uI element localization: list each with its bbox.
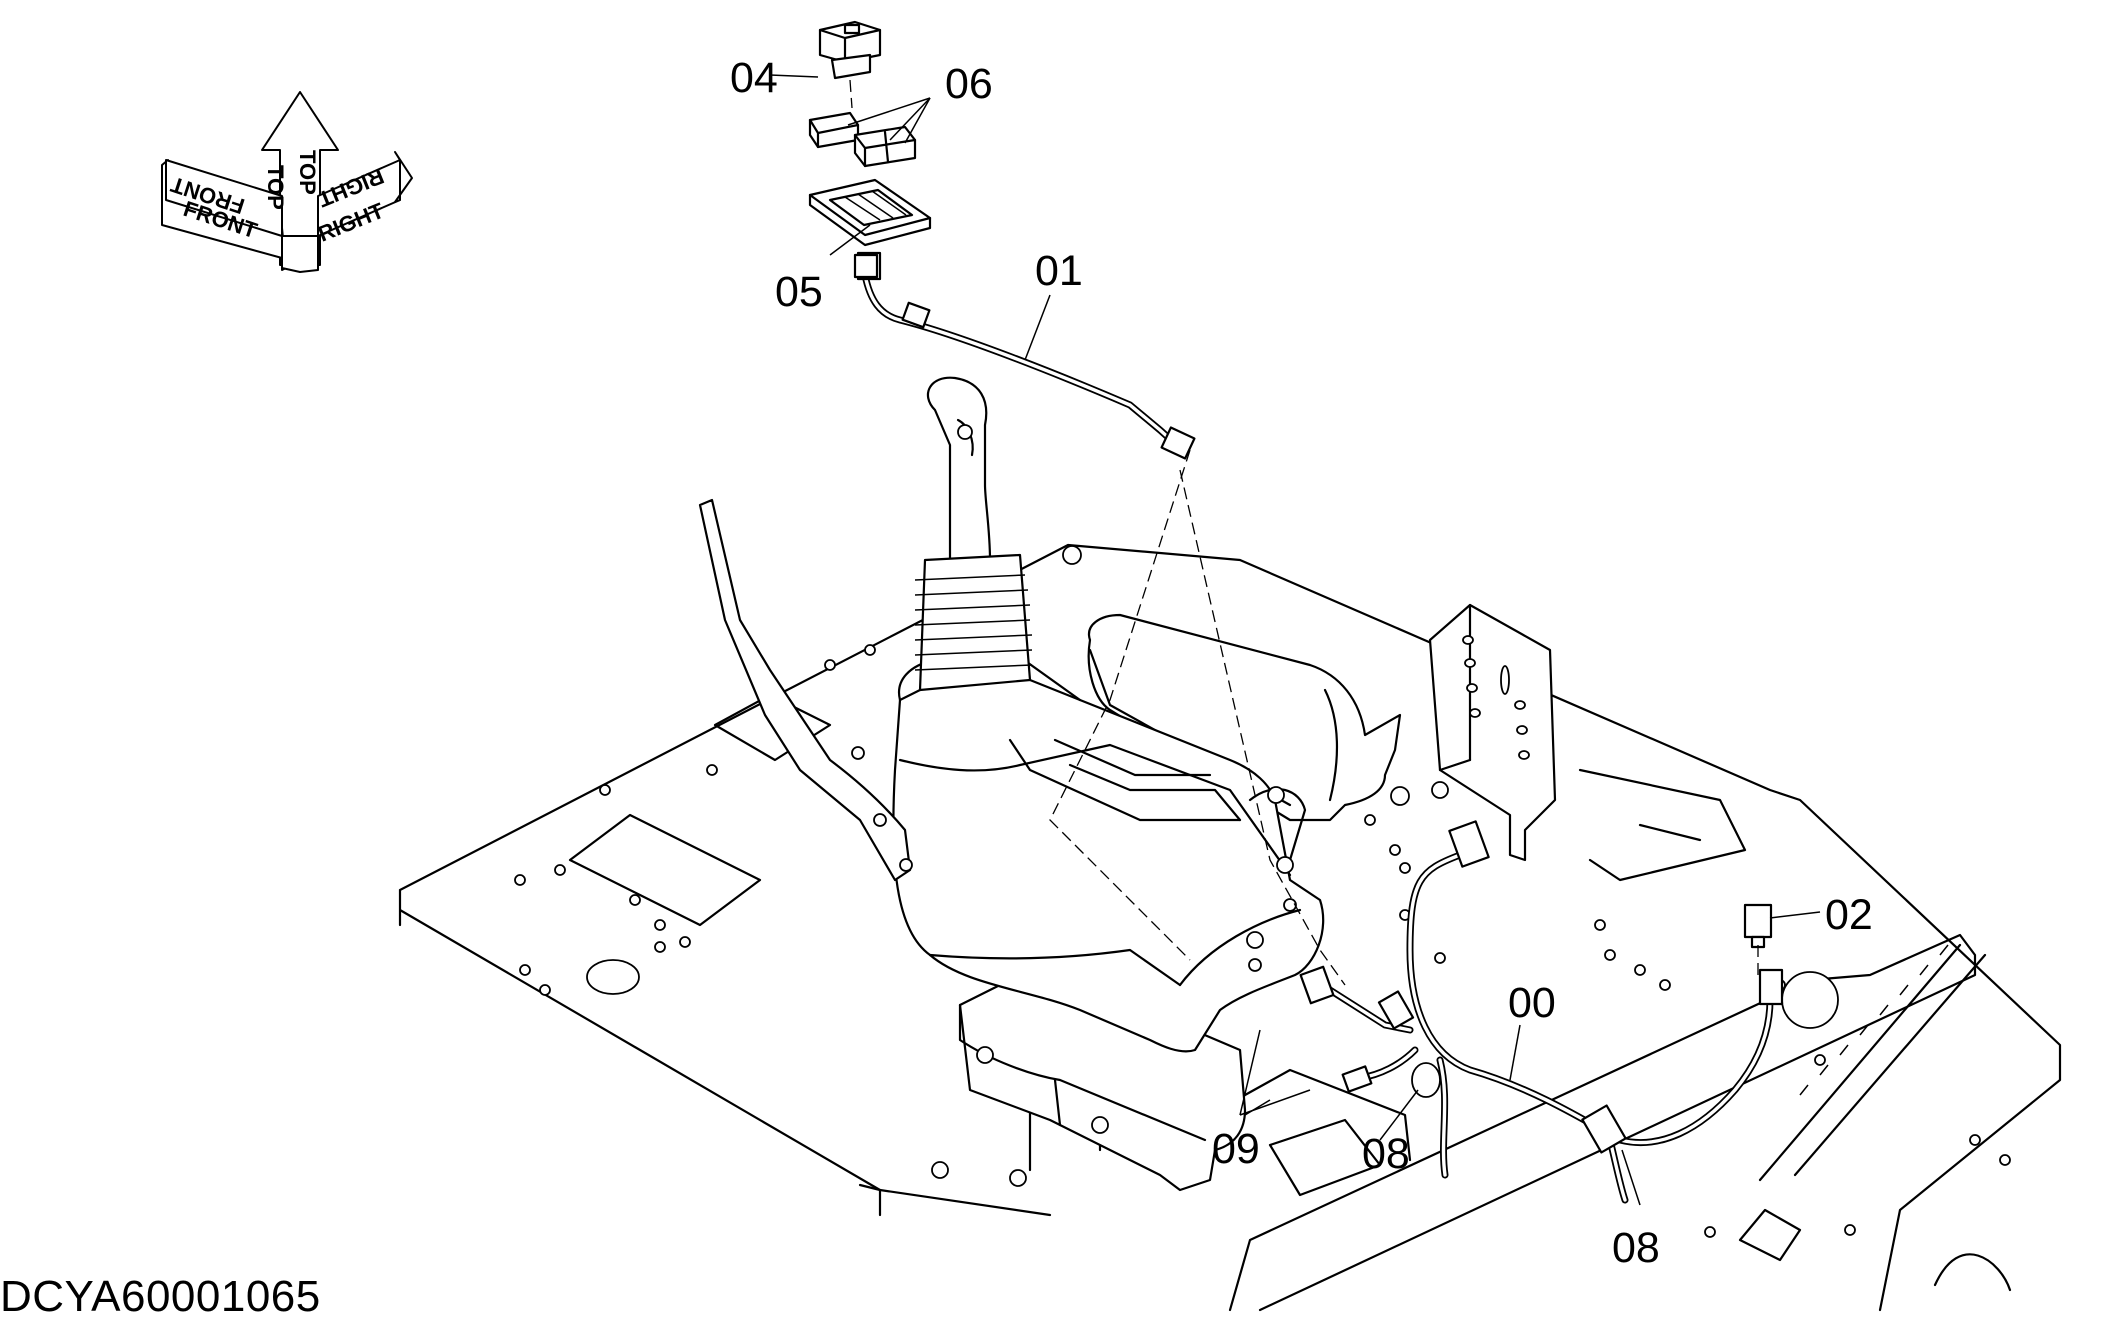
callout-02: 02 — [1825, 891, 1873, 939]
callout-labels: 04 06 05 01 02 00 09 08 08 — [730, 54, 1873, 1272]
plate-holes — [514, 545, 2011, 1238]
floor-plate — [398, 543, 2062, 1312]
orientation-indicator: FRONT FRONT TOP TOP RIGHT RIGHT — [161, 91, 413, 273]
safety-lock-lever — [698, 498, 913, 882]
switch-02 — [1743, 903, 1773, 975]
orientation-top-label-2: TOP — [295, 150, 320, 195]
callout-01: 01 — [1035, 247, 1083, 295]
callout-08-left: 08 — [1362, 1130, 1410, 1178]
callout-06: 06 — [945, 60, 993, 108]
orientation-top-label: TOP — [263, 165, 288, 210]
callout-08-right: 08 — [1612, 1224, 1660, 1272]
callout-05: 05 — [775, 268, 823, 316]
callout-09: 09 — [1212, 1125, 1260, 1173]
switch-panel-05 — [808, 178, 932, 279]
blank-cover-06 — [808, 111, 917, 168]
joystick-console — [892, 648, 1325, 1053]
joystick-lever — [898, 376, 1082, 702]
drawing-code: DCYA60001065 — [0, 1272, 321, 1321]
callout-04: 04 — [730, 54, 778, 102]
callout-leaders — [769, 74, 1821, 1206]
console-base — [958, 963, 1247, 1192]
harness-00 — [1299, 820, 1784, 1204]
seat-bracket-right — [1428, 603, 1557, 862]
callout-00: 00 — [1508, 979, 1556, 1027]
switch-04 — [818, 20, 882, 109]
